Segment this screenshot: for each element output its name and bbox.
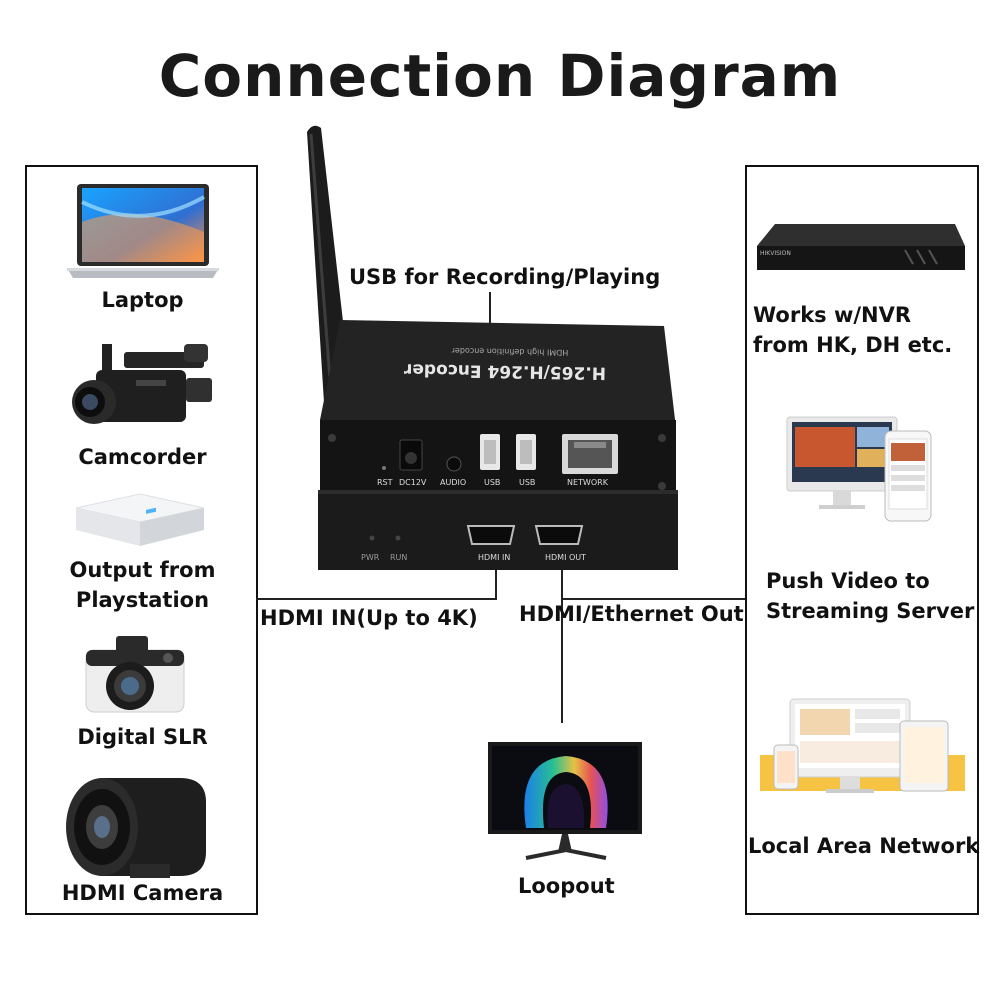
- led-pwr-label: PWR: [361, 553, 380, 562]
- monitor-icon: [486, 740, 644, 862]
- output-nvr-label: Works w/NVR from HK, DH etc.: [753, 303, 953, 357]
- hdmi-in-riser: [495, 555, 497, 600]
- nvr-brand-text: HIKVISION: [760, 250, 791, 257]
- port-hdmi-out-label: HDMI OUT: [545, 553, 587, 562]
- hdmi-out-riser: [561, 555, 563, 723]
- port-dc12v-label: DC12V: [399, 478, 427, 487]
- port-audio-label: AUDIO: [440, 478, 467, 487]
- output-lan-label: Local Area Network: [748, 834, 980, 858]
- source-laptop-label: Laptop: [101, 288, 184, 312]
- camcorder-icon: [66, 340, 216, 440]
- port-rst-label: RST: [377, 478, 393, 487]
- hdmi-in-label: HDMI IN(Up to 4K): [260, 606, 478, 630]
- hdmi-camera-icon: [60, 772, 210, 880]
- diagram-title: Connection Diagram: [158, 42, 842, 110]
- port-usb1-label: USB: [484, 478, 501, 487]
- source-playstation-label: Output from Playstation: [69, 558, 216, 612]
- output-streaming-label: Push Video to Streaming Server: [766, 569, 975, 623]
- source-dslr-label: Digital SLR: [77, 725, 208, 749]
- nvr-icon: [755, 220, 967, 276]
- hdmi-out-line: [561, 598, 745, 600]
- port-usb2-label: USB: [519, 478, 536, 487]
- source-hdmi-camera-label: HDMI Camera: [61, 881, 224, 905]
- port-hdmi-in-label: HDMI IN: [478, 553, 511, 562]
- streaming-monitors-icon: [785, 413, 945, 528]
- usb-label: USB for Recording/Playing: [349, 265, 661, 289]
- game-console-icon: [70, 490, 210, 552]
- camera-icon: [80, 628, 190, 720]
- lan-devices-icon: [760, 695, 965, 805]
- loopout-label: Loopout: [518, 874, 615, 898]
- laptop-icon: [63, 182, 223, 287]
- source-camcorder-label: Camcorder: [78, 445, 207, 469]
- hdmi-out-label: HDMI/Ethernet Out: [519, 602, 744, 626]
- hdmi-in-line: [256, 598, 496, 600]
- port-network-label: NETWORK: [567, 478, 608, 487]
- encoder-device: [318, 320, 678, 575]
- led-run-label: RUN: [390, 553, 408, 562]
